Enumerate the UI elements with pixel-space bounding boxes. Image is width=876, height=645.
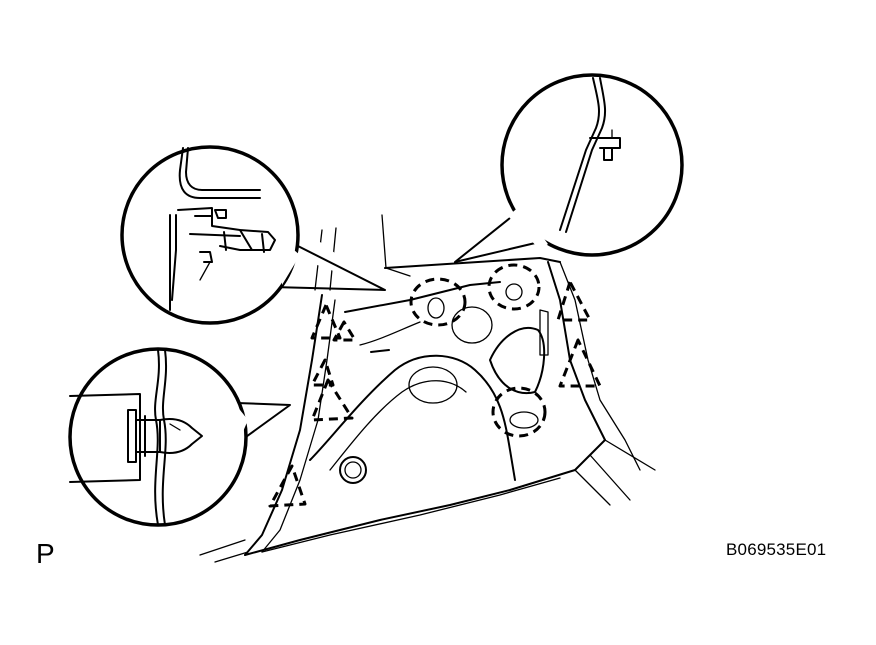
clip-markers [268,280,602,508]
claw-markers [409,263,547,438]
claw-fitting-icon [559,77,621,233]
claw-marker-circle [409,277,467,327]
clip-marker-triangle [310,358,335,387]
view-label: P [36,538,55,569]
clip-marker-triangle [556,280,592,322]
claw-marker-circle [491,386,547,438]
clip-marker-triangle [332,320,357,342]
claw-marker-circle [487,263,541,311]
push-clip-icon [69,349,203,526]
claw-detail-callout [454,73,684,263]
clip-detail-callout [120,145,386,325]
rear-quarter-panel [199,214,656,563]
clip-marker-triangle [268,464,307,508]
clip-marker-triangle [310,378,354,422]
clip-marker-triangle [310,303,342,340]
figure-id: B069535E01 [726,540,827,559]
clip-retainer-icon [169,147,276,311]
push-clip-detail-callout [68,347,291,527]
